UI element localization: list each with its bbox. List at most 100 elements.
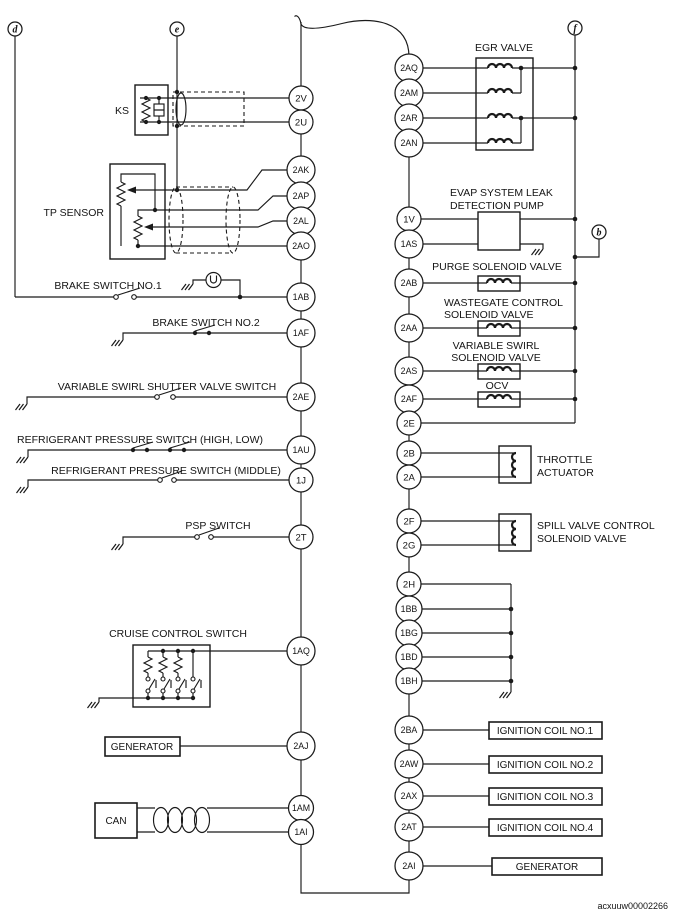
can-label: CAN <box>105 816 126 827</box>
egr-box <box>475 57 534 151</box>
pin-label: 2A <box>403 473 415 484</box>
can-wires <box>137 807 301 833</box>
wire-left-right-bus <box>300 22 410 894</box>
egr-valve: EGR VALVE <box>409 42 578 151</box>
marker-b: b <box>597 228 602 239</box>
refmid-blade <box>161 470 183 479</box>
pin-label: 1AU <box>292 445 309 455</box>
throttle-box <box>498 445 532 484</box>
stop-lamp-filament <box>209 275 218 284</box>
generator-left-box <box>104 736 181 757</box>
psp-blade <box>198 527 220 536</box>
pin-label: 2AE <box>293 392 310 402</box>
pin-label: 2AL <box>293 216 309 226</box>
pin-label: 2AJ <box>293 741 308 751</box>
ocv: OCV <box>409 380 578 408</box>
spill-label-1: SPILL VALVE CONTROL <box>537 520 655 532</box>
pin-circle <box>286 731 316 761</box>
can-twist-3 <box>180 806 198 834</box>
cruise-box <box>132 644 211 708</box>
brake-switch-1: BRAKE SWITCH NO.1 <box>15 271 301 300</box>
refmid-label: REFRIGERANT PRESSURE SWITCH (MIDDLE) <box>51 465 281 477</box>
tp-sensor-label: TP SENSOR <box>44 207 105 219</box>
wire-b-branch <box>575 239 600 258</box>
marker-e: e <box>175 25 180 36</box>
pin-label: 2BA <box>401 725 418 735</box>
pin-circle <box>288 109 314 135</box>
refmid-wires <box>27 479 301 487</box>
brake1-wires <box>15 279 301 298</box>
wastegate-coil <box>485 322 513 329</box>
ignition-coil-3-box <box>488 787 603 806</box>
throttle-coil <box>510 451 517 479</box>
right-pin-terminals: 2AQ 2AM 2AR 2AN 1V 1AS 2AB 2AA 2AS 2AF 2… <box>394 53 424 881</box>
spill-valve-control-solenoid-valve: SPILL VALVE CONTROL SOLENOID VALVE <box>409 513 655 552</box>
can-box <box>94 802 138 839</box>
cruise-label: CRUISE CONTROL SWITCH <box>109 628 247 640</box>
ground-group <box>409 583 514 699</box>
pin-circle <box>394 128 424 158</box>
tp-shield-lines <box>176 186 233 254</box>
variable-swirl-solenoid-valve: VARIABLE SWIRL SOLENOID VALVE <box>409 340 578 380</box>
cruise-resistors <box>142 656 184 674</box>
tp-shield-left <box>168 186 184 254</box>
marker-b-circle <box>591 224 607 240</box>
evap-label-2: DETECTION PUMP <box>450 200 544 212</box>
pin-label: 1BG <box>400 628 418 638</box>
tp-box <box>109 163 166 260</box>
ignition-coil-1-box <box>488 721 603 740</box>
can-twist-1 <box>152 806 170 834</box>
ocv-label: OCV <box>486 380 509 392</box>
throttle-actuator: THROTTLE ACTUATOR <box>409 445 594 484</box>
ks-sensor: KS <box>115 84 301 136</box>
pin-label: 2AN <box>400 138 417 148</box>
egr-label: EGR VALVE <box>475 42 533 54</box>
pin-label: 1AM <box>292 803 310 813</box>
tp-arrow-1 <box>127 186 136 194</box>
tp-resistor-2 <box>132 215 144 241</box>
tp-arrow-2 <box>144 223 153 231</box>
evap-label-1: EVAP SYSTEM LEAK <box>450 187 553 199</box>
pin-label: 2AR <box>400 113 417 123</box>
pin-circle <box>286 435 316 465</box>
spill-wires <box>409 520 516 546</box>
pin-circle <box>394 229 424 259</box>
wastegate-label-1: WASTEGATE CONTROL <box>444 297 563 309</box>
pin-label: 2AP <box>293 191 310 201</box>
tp-shield-right <box>225 186 241 254</box>
pin-label: 2AK <box>293 165 310 175</box>
pin-label: 2AT <box>401 822 417 832</box>
pin-circle <box>396 464 422 490</box>
marker-d: d <box>13 25 19 36</box>
can-twist-4 <box>193 806 211 834</box>
spill-label-2: SOLENOID VALVE <box>537 533 626 545</box>
refrigerant-pressure-switch-high-low: REFRIGERANT PRESSURE SWITCH (HIGH, LOW) <box>15 434 301 464</box>
brake-switch-2-label: BRAKE SWITCH NO.2 <box>152 317 260 329</box>
variable-swirl-shutter-valve-switch: VARIABLE SWIRL SHUTTER VALVE SWITCH <box>14 381 301 411</box>
pin-circle <box>286 318 316 348</box>
egr-coil-4 <box>486 137 514 144</box>
pin-circle <box>287 818 315 846</box>
ks-box <box>134 84 169 136</box>
wire-top-jog <box>294 15 410 58</box>
can-twist-2 <box>166 806 184 834</box>
brake-switch-2: BRAKE SWITCH NO.2 <box>110 317 301 347</box>
pin-label: 2G <box>403 541 416 552</box>
tp-sensor: TP SENSOR <box>44 163 301 260</box>
wastegate-control-solenoid-valve: WASTEGATE CONTROL SOLENOID VALVE <box>409 297 578 337</box>
throttle-label-2: ACTUATOR <box>537 467 594 479</box>
brake1-blade <box>117 287 141 296</box>
pin-label: 1BH <box>400 676 417 686</box>
refhl-label: REFRIGERANT PRESSURE SWITCH (HIGH, LOW) <box>17 434 263 446</box>
pin-circle <box>394 313 424 343</box>
egr-coil-3 <box>486 112 514 119</box>
pin-label: 1AQ <box>292 646 310 656</box>
marker-f: f <box>573 24 578 35</box>
pin-circle <box>394 812 424 842</box>
psp-label: PSP SWITCH <box>185 520 250 532</box>
ignition-wires <box>409 729 492 867</box>
swirl-label-2: SOLENOID VALVE <box>451 352 540 364</box>
pin-label: 1V <box>403 215 415 226</box>
connector-markers: d e f b <box>7 20 607 240</box>
pin-circle <box>395 667 423 695</box>
